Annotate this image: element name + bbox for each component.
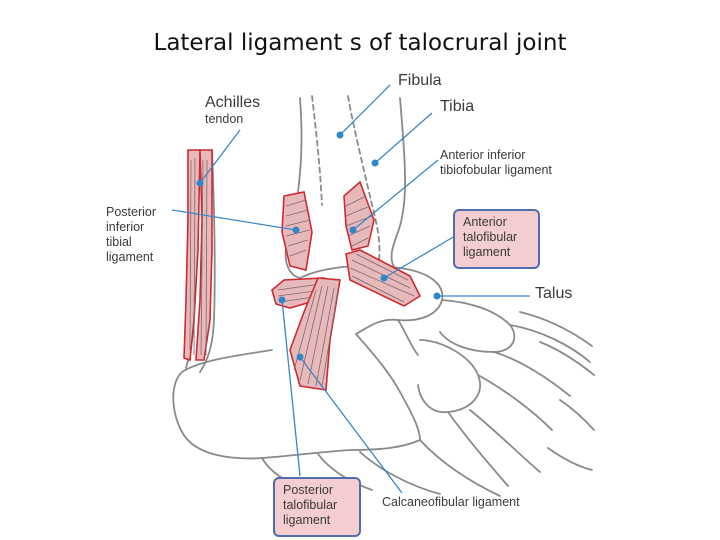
ant-talofibular-leader <box>383 235 456 279</box>
label-anterior-inferior-tibiofibular-ligament: Anterior inferior tibiofobular ligament <box>440 148 552 178</box>
fibula-inner-dashed <box>311 95 323 206</box>
ant-inf-tibiofibular-dot <box>349 226 357 234</box>
label-ant-talofib-line1: Anterior <box>463 215 507 229</box>
label-anterior-talofibular-ligament: Anterior talofibular ligament <box>453 209 540 269</box>
ant-talofibular-dot <box>380 274 388 282</box>
fibula-leader <box>339 84 391 136</box>
fibula-dot <box>336 131 344 139</box>
leader-lines <box>171 84 530 494</box>
calcaneofibular-dot <box>296 353 304 361</box>
label-posterior-inferior-tibial-ligament: Posterior inferior tibial ligament <box>106 205 156 265</box>
label-fibula: Fibula <box>398 72 442 89</box>
bone-outlines <box>172 95 595 497</box>
label-tibia: Tibia <box>440 98 475 115</box>
calcaneofibular-ligament <box>289 277 341 391</box>
label-achilles-line2: tendon <box>205 112 244 126</box>
achilles-leader <box>199 129 241 184</box>
label-post-talofib-line1: Posterior <box>283 483 334 497</box>
ant-inf-tibiofibular-leader <box>352 159 439 231</box>
label-post-inf-line3: tibial <box>106 235 132 249</box>
label-post-inf-line4: ligament <box>106 250 154 264</box>
fibula-tibia-right-outline <box>390 97 406 271</box>
talus-dot <box>433 292 441 300</box>
tibia-leader <box>374 112 433 164</box>
post-talofibular-leader <box>281 299 301 477</box>
marker-dots <box>196 131 441 361</box>
diagram-title: Lateral ligament s of talocrural joint <box>153 30 567 56</box>
label-ant-talofib-line2: talofibular <box>463 230 518 244</box>
fibula-dashed-outline <box>347 95 381 273</box>
achilles-tendon <box>183 149 213 362</box>
label-ant-inf-line1: Anterior inferior <box>440 148 526 162</box>
post-talofibular-dot <box>278 296 286 304</box>
post-inf-tibial-leader <box>171 209 297 231</box>
post-inf-tibial-dot <box>292 226 300 234</box>
label-achilles-line1: Achilles <box>205 94 261 111</box>
label-posterior-talofibular-ligament: Posterior talofibular ligament <box>273 477 361 537</box>
calcaneus-outline <box>172 349 421 460</box>
label-post-talofib-line3: ligament <box>283 513 331 527</box>
label-post-inf-line2: inferior <box>106 220 145 234</box>
calcaneofibular-leader <box>299 356 403 494</box>
label-post-inf-line1: Posterior <box>106 205 157 219</box>
label-talus: Talus <box>535 285 573 302</box>
label-achilles-tendon: Achilles tendon <box>205 94 260 126</box>
label-calcaneofibular-ligament: Calcaneofibular ligament <box>382 495 520 509</box>
achilles-dot <box>196 179 204 187</box>
label-ant-talofib-line3: ligament <box>463 245 511 259</box>
label-ant-inf-line2: tibiofobular ligament <box>440 163 552 177</box>
label-post-talofib-line2: talofibular <box>283 498 338 512</box>
tibia-dot <box>371 159 379 167</box>
